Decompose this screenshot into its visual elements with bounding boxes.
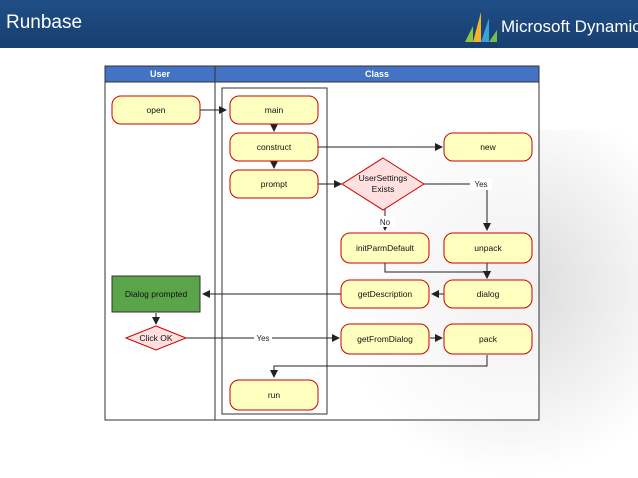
node-usersettings-exists: [341, 157, 425, 211]
edge-label-yes-clickok: Yes: [256, 334, 269, 343]
brand-name: Microsoft Dynamics: [501, 17, 638, 36]
node-getfromdialog: [340, 323, 430, 355]
node-getdescription: [340, 279, 430, 309]
slide-title: Runbase: [6, 12, 83, 33]
label-usersettings-line2: Exists: [372, 184, 395, 194]
lane-label-class: Class: [365, 69, 389, 79]
dynamics-logo-icon: [465, 12, 497, 42]
label-main: main: [265, 105, 284, 115]
runbase-group: [221, 87, 328, 415]
label-new: new: [480, 142, 496, 152]
brand-logo: Microsoft Dynamics: [461, 6, 638, 44]
label-click-ok: Click OK: [139, 333, 172, 343]
node-click-ok: [124, 325, 188, 351]
label-construct: construct: [257, 142, 292, 152]
node-new: [443, 132, 533, 162]
lane-header-class: [214, 65, 540, 83]
yes-label-bg: [470, 178, 492, 190]
label-usersettings-line1: UserSettings: [359, 173, 408, 183]
lane-label-user: User: [150, 69, 171, 79]
node-open: [111, 95, 201, 125]
label-prompt: prompt: [261, 179, 288, 189]
edge-pack-run: [270, 355, 488, 378]
label-pack: pack: [479, 334, 498, 344]
node-construct: [229, 132, 319, 162]
label-getdescription: getDescription: [358, 289, 413, 299]
label-dialog-prompted: Dialog prompted: [125, 289, 188, 299]
label-getfromdialog: getFromDialog: [357, 334, 413, 344]
node-dialog: [443, 279, 533, 309]
edge-label-yes: Yes: [474, 180, 487, 189]
node-run: [229, 379, 319, 411]
node-prompt: [229, 169, 319, 199]
label-open: open: [147, 105, 166, 115]
flow-edges: [152, 106, 491, 378]
node-unpack: [443, 232, 533, 264]
node-main: [229, 95, 319, 125]
node-initparmdefault: [340, 232, 430, 264]
label-dialog: dialog: [477, 289, 500, 299]
node-dialog-prompted: [111, 275, 201, 313]
label-run: run: [268, 390, 281, 400]
label-initparmdefault: initParmDefault: [356, 243, 415, 253]
label-unpack: unpack: [474, 243, 502, 253]
edge-label-no: No: [380, 218, 391, 227]
slide-header: Runbase Microsoft Dynamics: [0, 0, 638, 48]
node-pack: [443, 323, 533, 355]
no-label-bg: [375, 216, 395, 227]
